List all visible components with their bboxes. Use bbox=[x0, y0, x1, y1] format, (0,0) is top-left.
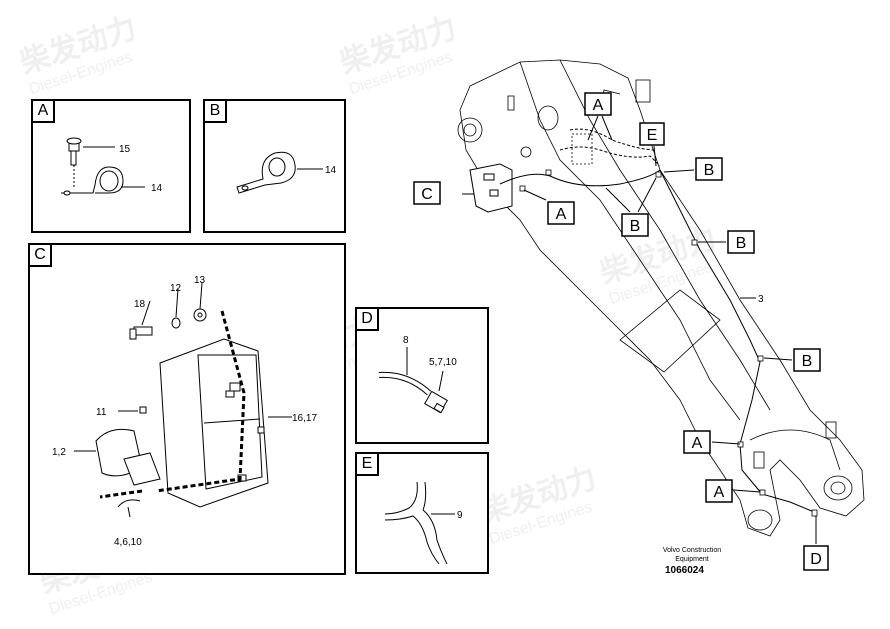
part-number-label: 14 bbox=[325, 165, 337, 176]
callout-label: A bbox=[593, 97, 604, 114]
washer-icon bbox=[171, 317, 181, 329]
callout-box bbox=[639, 122, 665, 146]
detail-panel-b: B 14 bbox=[203, 99, 346, 233]
panel-d-drawing: 8 5,7,10 bbox=[378, 335, 457, 414]
part-number-label: 12 bbox=[170, 283, 182, 294]
main-control-unit-icon bbox=[469, 163, 513, 213]
detail-panel-c: C bbox=[28, 243, 346, 575]
panel-e-drawing: 9 bbox=[384, 481, 463, 565]
document-number: 1066024 bbox=[665, 565, 704, 576]
part-number-label: 1,2 bbox=[52, 447, 66, 458]
detail-panel-a: A 15 14 bbox=[31, 99, 191, 233]
part-number-label: 15 bbox=[119, 144, 131, 155]
panel-label: D bbox=[357, 309, 379, 331]
part-number-label: 16,17 bbox=[292, 413, 317, 424]
caption-line-1: Volvo Construction bbox=[662, 547, 722, 554]
part-number-label: 5,7,10 bbox=[429, 357, 457, 368]
detail-panel-e: E 9 bbox=[355, 452, 489, 574]
part-number-label: 4,6,10 bbox=[114, 537, 142, 548]
callout-box bbox=[705, 479, 733, 503]
callout-box bbox=[793, 348, 821, 372]
dashed-wire-path bbox=[99, 310, 246, 499]
callout-label: A bbox=[714, 484, 725, 501]
panel-label: E bbox=[357, 454, 379, 476]
callout-label: B bbox=[630, 218, 641, 235]
bolt-flange-icon bbox=[66, 137, 82, 145]
caption-line-2: Equipment bbox=[675, 556, 709, 563]
callout-box bbox=[803, 545, 829, 571]
callout-box bbox=[727, 230, 755, 254]
callout-box bbox=[695, 157, 723, 181]
panel-label: C bbox=[30, 245, 52, 267]
clamp-marker-icon bbox=[519, 133, 818, 517]
panel-label: B bbox=[205, 101, 227, 123]
callout-leaders bbox=[462, 115, 817, 544]
callout-box bbox=[547, 201, 575, 225]
callout-label: B bbox=[704, 162, 715, 179]
callout-label: B bbox=[736, 235, 747, 252]
panel-a-drawing: 15 14 bbox=[61, 137, 163, 196]
part-number-label: 3 bbox=[758, 294, 764, 305]
manufacturer-caption: Volvo Construction Equipment bbox=[652, 546, 732, 564]
part-number-label: 8 bbox=[403, 335, 409, 346]
wire-splice-icon bbox=[384, 481, 455, 565]
part-number-label: 13 bbox=[194, 275, 206, 286]
callout-box bbox=[621, 213, 649, 237]
panel-c-drawing: 18 12 13 11 16,17 1,2 4,6,10 bbox=[52, 275, 317, 548]
panel-b-drawing: 14 bbox=[236, 151, 337, 194]
callout-box bbox=[413, 181, 441, 205]
callout-label: E bbox=[647, 127, 658, 144]
part-number-label: 14 bbox=[151, 183, 163, 194]
callout-label: A bbox=[556, 206, 567, 223]
part-number-label: 18 bbox=[134, 299, 146, 310]
callout-box bbox=[683, 430, 711, 454]
wire-harness-path bbox=[499, 128, 815, 513]
part-number-label: 11 bbox=[96, 407, 107, 418]
callout-label: B bbox=[802, 353, 813, 370]
panel-label: A bbox=[33, 101, 55, 123]
callout-label: D bbox=[810, 551, 822, 568]
part-number-label: 9 bbox=[457, 510, 463, 521]
detail-panel-d: D 8 5,7,10 bbox=[355, 307, 489, 444]
callout-label: C bbox=[421, 186, 433, 203]
callout-label: A bbox=[692, 435, 703, 452]
callout-box bbox=[584, 92, 612, 116]
